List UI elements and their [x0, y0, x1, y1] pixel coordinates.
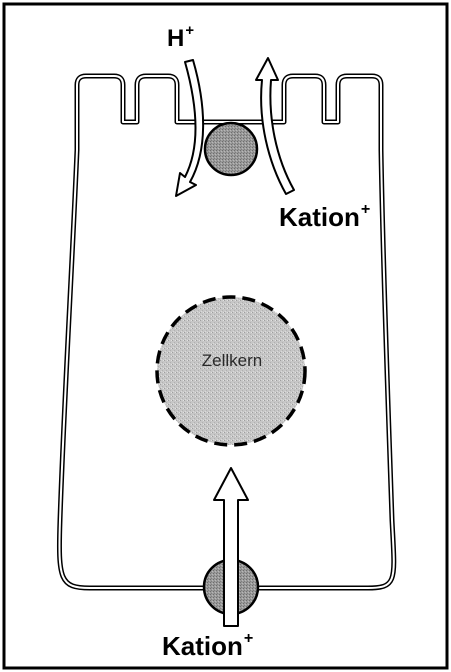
- proton-label: H+: [167, 24, 194, 51]
- proton-arrow: [176, 60, 203, 196]
- apical-cation-charge: +: [361, 200, 370, 218]
- apical-cation-text: Kation: [279, 202, 360, 232]
- nucleus-label: Zellkern: [168, 351, 296, 371]
- apical-transporter: [205, 123, 257, 175]
- proton-symbol: H: [167, 25, 184, 52]
- proton-charge: +: [185, 23, 194, 39]
- basal-cation-label: Kation+: [162, 630, 253, 659]
- apical-cation-label: Kation+: [279, 201, 370, 230]
- nucleus: [157, 297, 305, 445]
- basal-cation-text: Kation: [162, 631, 243, 661]
- basal-cation-charge: +: [244, 629, 253, 647]
